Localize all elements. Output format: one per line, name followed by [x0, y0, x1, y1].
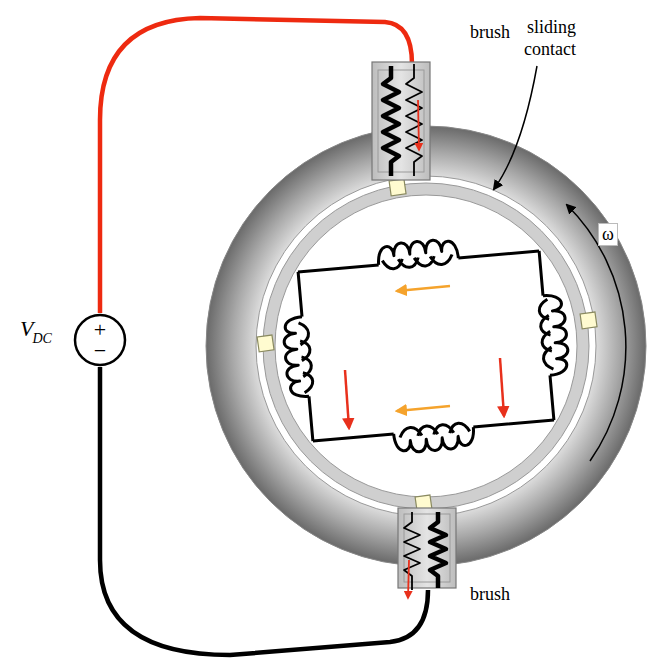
- current-arrow: [397, 286, 450, 291]
- speed-symbol: ω: [598, 223, 618, 246]
- current-arrow: [397, 406, 450, 411]
- armature-coil: [538, 299, 553, 370]
- voltage-subscript: DC: [32, 331, 51, 347]
- brush-assembly: [372, 62, 456, 598]
- armature-coil: [298, 272, 313, 441]
- polarity-sign: +: [73, 319, 127, 341]
- rotation-arrow: [567, 205, 626, 461]
- commutator-segment: [389, 179, 406, 196]
- commutator-ring: [263, 183, 589, 509]
- brush-assembly: [430, 512, 446, 588]
- current-arrow: [345, 370, 349, 428]
- commutator-segment: [580, 312, 597, 329]
- part-label: sliding contact: [500, 16, 576, 60]
- stator-ring: [206, 126, 646, 566]
- armature-coil: [399, 422, 470, 437]
- armature-coil: [296, 231, 539, 277]
- brush-assembly: [406, 64, 422, 176]
- brush-assembly: [418, 100, 419, 150]
- voltage-source: +−: [73, 313, 127, 367]
- commutator-segment: [257, 335, 274, 352]
- armature-coil: [382, 255, 453, 270]
- armature-coil: [539, 251, 554, 420]
- brush-assembly: [398, 508, 456, 588]
- armature-coil: [534, 249, 574, 421]
- stator-ring: [256, 176, 596, 516]
- leader-arrow: [494, 66, 537, 189]
- brush-assembly: [383, 66, 399, 176]
- voltage-symbol: V: [20, 316, 33, 341]
- commutator-ring: [263, 183, 589, 509]
- current-arrow: [345, 286, 504, 428]
- polarity-sign: −: [73, 340, 127, 362]
- brush-assembly: [404, 512, 420, 590]
- armature-coil: [278, 231, 574, 461]
- brush-assembly: [408, 560, 409, 598]
- armature-coil: [299, 322, 314, 393]
- rotation-arrow: [567, 205, 626, 461]
- brush-assembly: [372, 62, 430, 180]
- commutator-ring: [269, 189, 583, 503]
- commutator-segment: [257, 179, 597, 512]
- commutator-ring: [275, 195, 577, 497]
- armature-coil: [298, 251, 539, 272]
- current-arrow: [500, 358, 504, 416]
- part-label: brush: [470, 22, 510, 43]
- leader-arrow: [494, 66, 537, 189]
- armature-coil: [278, 271, 318, 443]
- part-label: brush: [470, 584, 510, 605]
- stator-ring: [206, 126, 646, 566]
